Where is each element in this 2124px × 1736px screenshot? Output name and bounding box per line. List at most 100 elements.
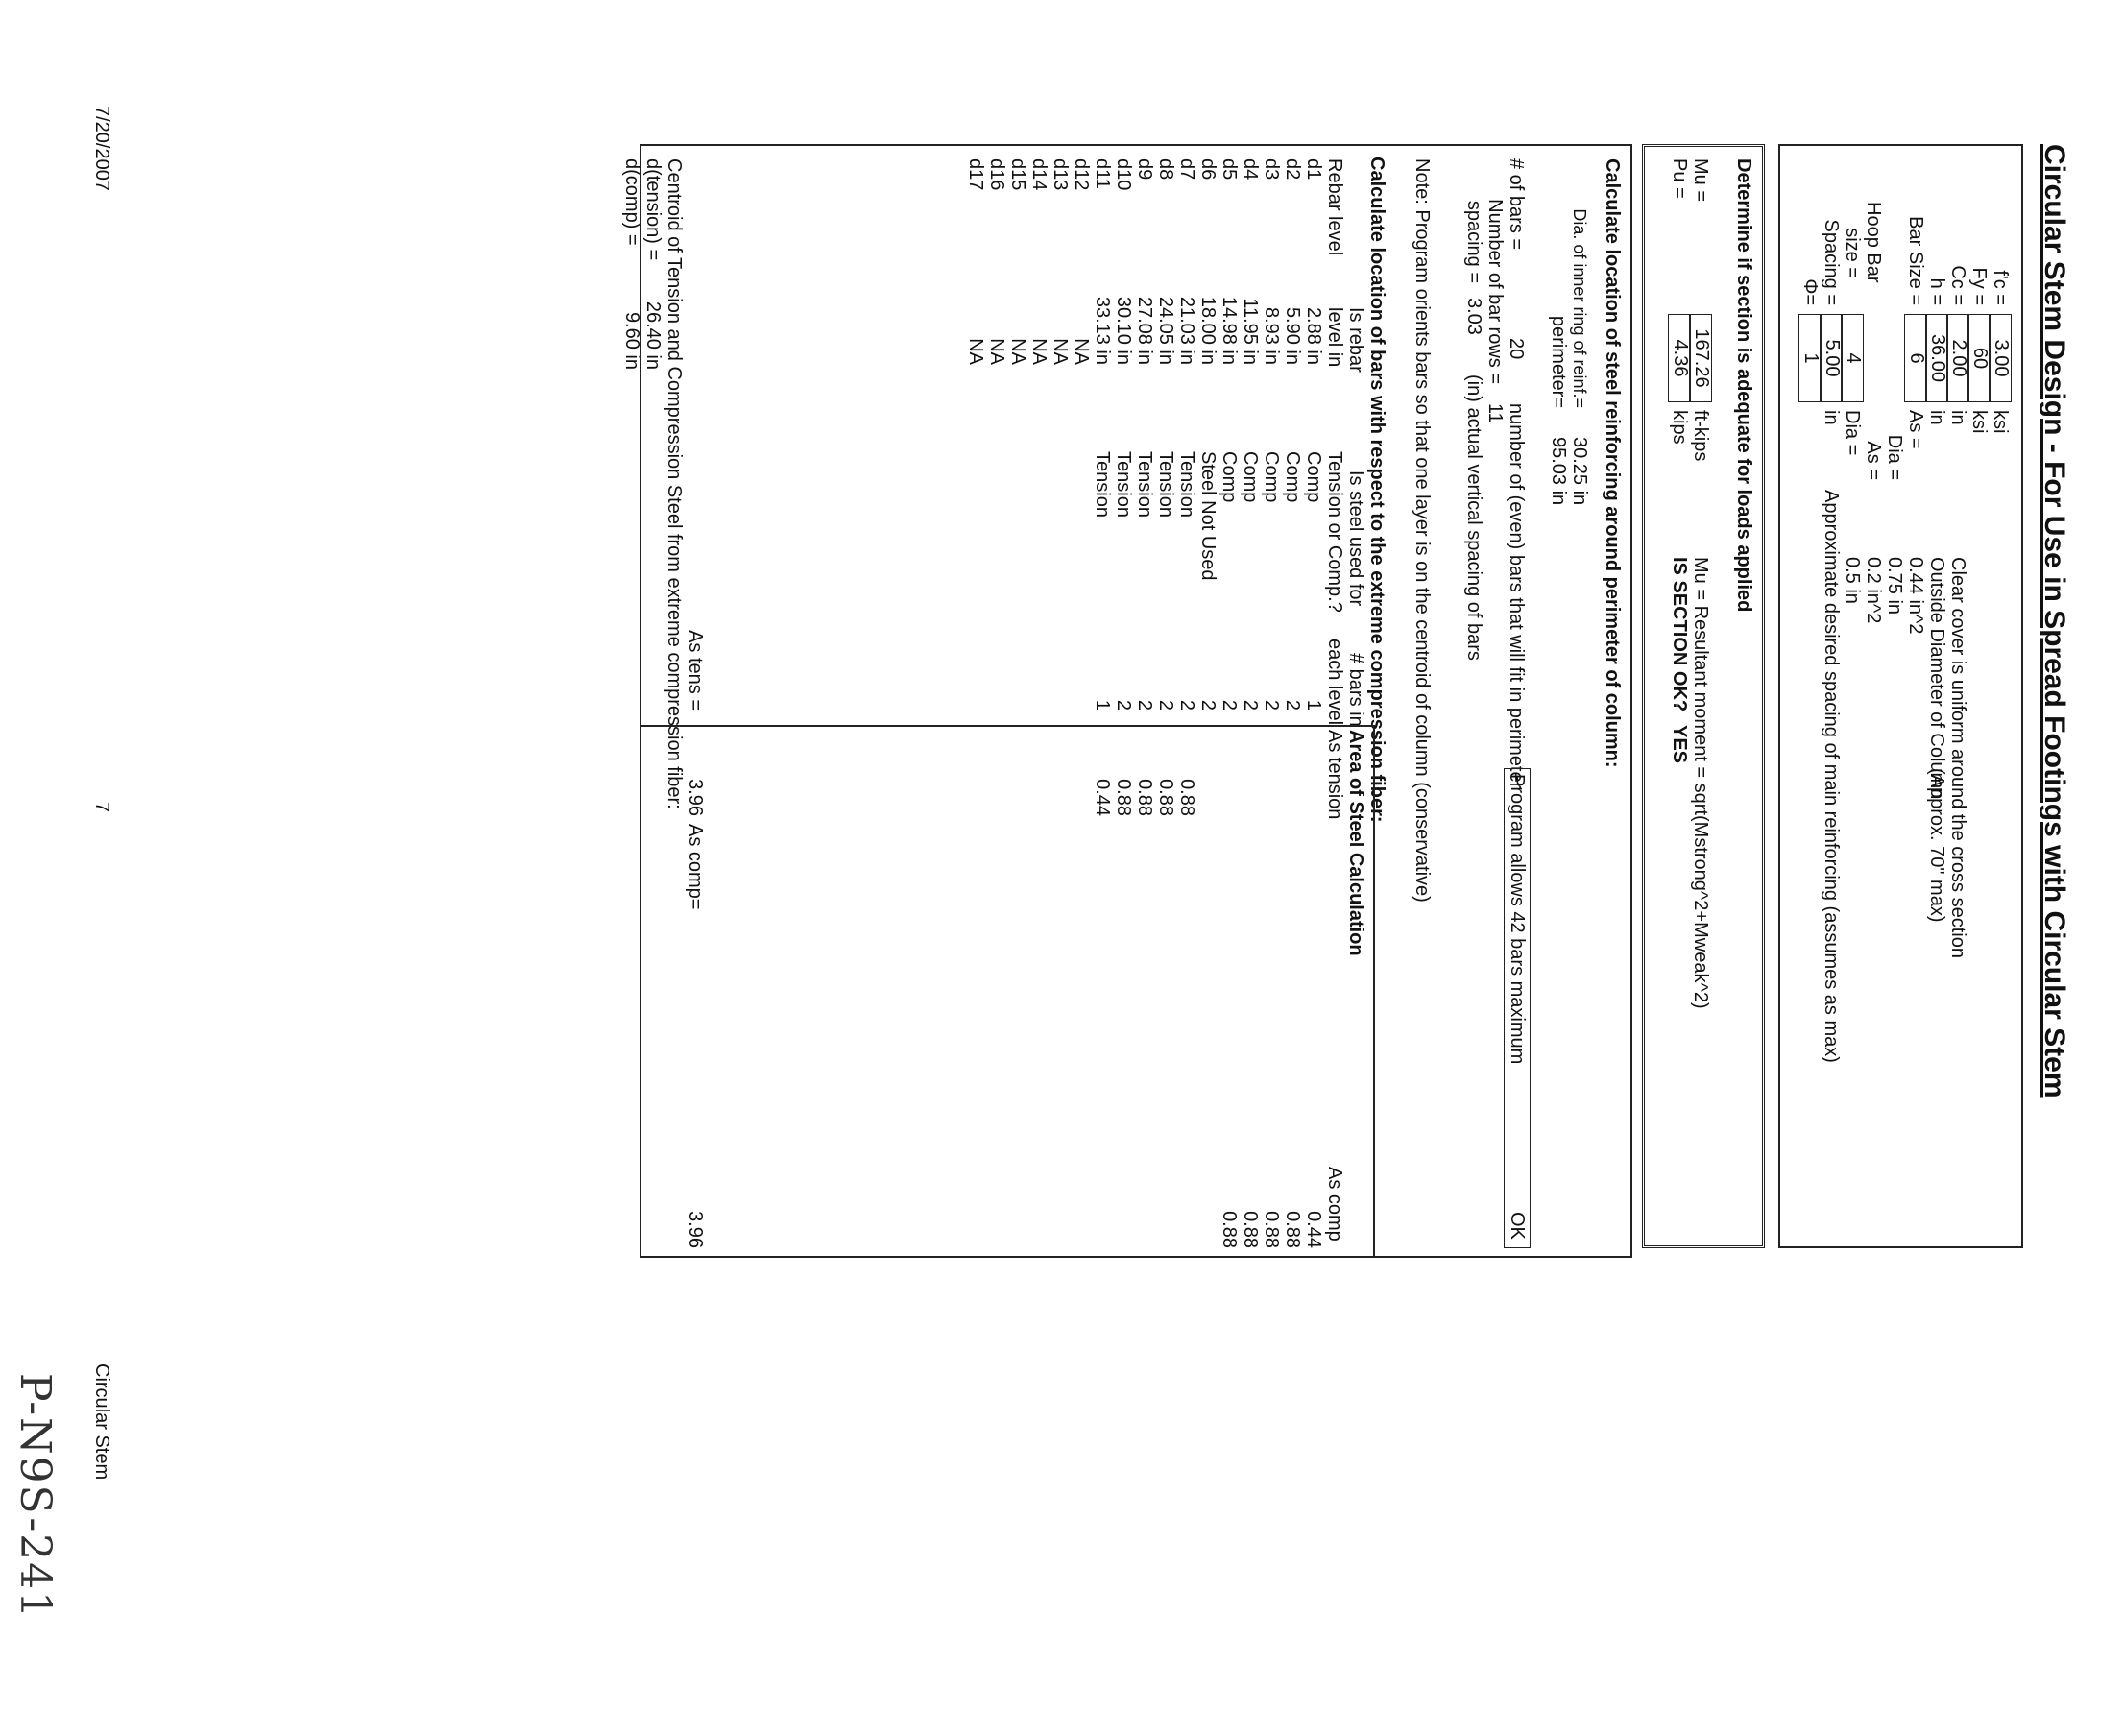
rebar-count: 2 (1176, 699, 1197, 711)
hoop-size-label: size = (1842, 228, 1863, 278)
rebar-usage: Comp (1303, 451, 1324, 503)
cc-input[interactable]: 2.00 (1946, 314, 1969, 402)
as-tens-value: 3.96 (685, 779, 706, 816)
rebar-level: d14 (1028, 158, 1050, 191)
rebar-location: 2.88 in (1303, 306, 1324, 365)
rebar-location: NA (1028, 338, 1050, 365)
rebar-location: 18.00 in (1197, 296, 1219, 365)
col-header-level: Rebar level (1324, 158, 1345, 256)
rebar-usage: Tension (1113, 451, 1134, 518)
row-spacing-value: 3.03 (1463, 298, 1484, 335)
rebar-location: 30.10 in (1113, 296, 1134, 365)
mu-unit: ft-kips (1690, 410, 1711, 462)
rebar-level: d9 (1134, 158, 1155, 181)
col-header-use-1: Is steel used for (1345, 470, 1366, 607)
num-bars-label: # of bars = (1506, 158, 1527, 251)
rebar-location: 11.95 in (1240, 298, 1261, 365)
rebar-level: d2 (1282, 158, 1303, 181)
num-bars-value: 20 (1506, 338, 1527, 360)
h-label: h = (1926, 277, 1947, 305)
hoop-size-input[interactable]: 4 (1841, 314, 1864, 402)
spacing-note: Approximate desired spacing of main rein… (1821, 490, 1842, 1063)
row-spacing-label: spacing = (1463, 200, 1484, 283)
rebar-level: d7 (1176, 158, 1197, 181)
rebar-count: 2 (1197, 699, 1219, 711)
mu-note: Mu = Resultant moment = sqrt(Mstrong^2+M… (1690, 557, 1711, 1009)
rebar-usage: Comp (1219, 451, 1240, 503)
rebar-level: d8 (1155, 158, 1176, 181)
as-tension-value: 0.44 (1092, 779, 1113, 816)
rebar-level: d12 (1071, 158, 1092, 191)
centroid-heading: Centroid of Tension and Compression Stee… (664, 158, 685, 809)
pu-input[interactable]: 4.36 (1668, 314, 1691, 402)
bars-heading: Calculate location of bars with respect … (1366, 157, 1388, 823)
rebar-level: d1 (1303, 158, 1324, 181)
fy-unit: ksi (1968, 410, 1990, 434)
bars-allowed-note: Program allows 42 bars maximum (1507, 774, 1528, 1065)
rebar-count: 1 (1303, 699, 1324, 711)
as-comp-value: 0.88 (1261, 1211, 1282, 1248)
fy-label: Fy = (1968, 267, 1990, 305)
col-header-use-2: Tension or Comp.? (1324, 451, 1345, 613)
as-comp-value: 0.88 (1219, 1211, 1240, 1248)
rebar-location: 24.05 in (1155, 296, 1176, 365)
hoop-bar-as-label: As = (1863, 441, 1884, 480)
phi-input[interactable]: 1 (1798, 314, 1822, 402)
as-tension-value: 0.88 (1113, 779, 1134, 816)
rebar-usage: Tension (1155, 451, 1176, 518)
rebar-usage: Steel Not Used (1197, 451, 1219, 581)
as-comp-value: 0.44 (1303, 1211, 1324, 1248)
as-comp-total-label: As comp= (685, 824, 706, 910)
bar-rows-value: 11 (1484, 403, 1506, 423)
rebar-count: 2 (1261, 699, 1282, 711)
rebar-location: NA (1007, 338, 1028, 365)
bar-dia-value: 0.75 in (1884, 557, 1905, 615)
as-tension-value: 0.88 (1155, 779, 1176, 816)
phi-label: Φ= (1799, 278, 1821, 305)
as-comp-value: 0.88 (1240, 1211, 1261, 1248)
rebar-location: NA (1071, 338, 1092, 365)
fc-input[interactable]: 3.00 (1989, 314, 2012, 402)
rebar-usage: Tension (1134, 451, 1155, 518)
rebar-count: 1 (1092, 699, 1113, 711)
rebar-count: 2 (1134, 699, 1155, 711)
as-comp-value: 0.88 (1282, 1211, 1303, 1248)
as-tens-label: As tens = (685, 630, 706, 711)
rebar-level: d15 (1007, 158, 1028, 191)
d-tension-value: 26.40 in (642, 301, 664, 370)
rebar-level: d6 (1197, 158, 1219, 181)
page-number: 7 (91, 802, 112, 813)
as-comp-total-value: 3.96 (685, 1211, 706, 1248)
rebar-level: d17 (965, 158, 986, 191)
rebar-location: NA (986, 338, 1007, 365)
bar-as-label: As = (1905, 410, 1926, 449)
rebar-location: 33.13 in (1092, 296, 1113, 365)
cc-note: Clear cover is uniform around the cross … (1947, 557, 1968, 958)
col-header-n-1: # bars in (1345, 653, 1366, 727)
as-tension-value: 0.88 (1134, 779, 1155, 816)
rebar-location: 5.90 in (1282, 306, 1303, 365)
rebar-level: d11 (1092, 158, 1113, 189)
hoop-dia-value: 0.5 in (1842, 557, 1863, 604)
rebar-level: d5 (1219, 158, 1240, 181)
mu-input[interactable]: 167.26 (1689, 314, 1712, 402)
spacing-input[interactable]: 5.00 (1820, 314, 1843, 402)
hoop-bar-as-value: 0.2 in^2 (1863, 557, 1884, 624)
bar-size-input[interactable]: 6 (1904, 314, 1927, 402)
cc-label: Cc = (1947, 265, 1968, 305)
d-comp-value: 9.60 in (621, 311, 642, 370)
rebar-location: 8.93 in (1261, 306, 1282, 365)
hoop-bar-label: Hoop Bar (1863, 202, 1884, 283)
section-ok-label: IS SECTION OK? (1669, 557, 1690, 712)
rebar-usage: Tension (1176, 451, 1197, 518)
h-input[interactable]: 36.00 (1925, 314, 1948, 402)
rebar-count: 2 (1155, 699, 1176, 711)
bar-as-value: 0.44 in^2 (1905, 557, 1926, 635)
perimeter-label: perimeter= (1548, 315, 1569, 408)
col-header-loc-2: level in (1324, 307, 1345, 368)
inner-ring-dia-value: 30.25 in (1569, 437, 1590, 506)
fy-input[interactable]: 60 (1967, 314, 1991, 402)
cc-unit: in (1947, 410, 1968, 425)
rebar-location: 14.98 in (1219, 296, 1240, 365)
